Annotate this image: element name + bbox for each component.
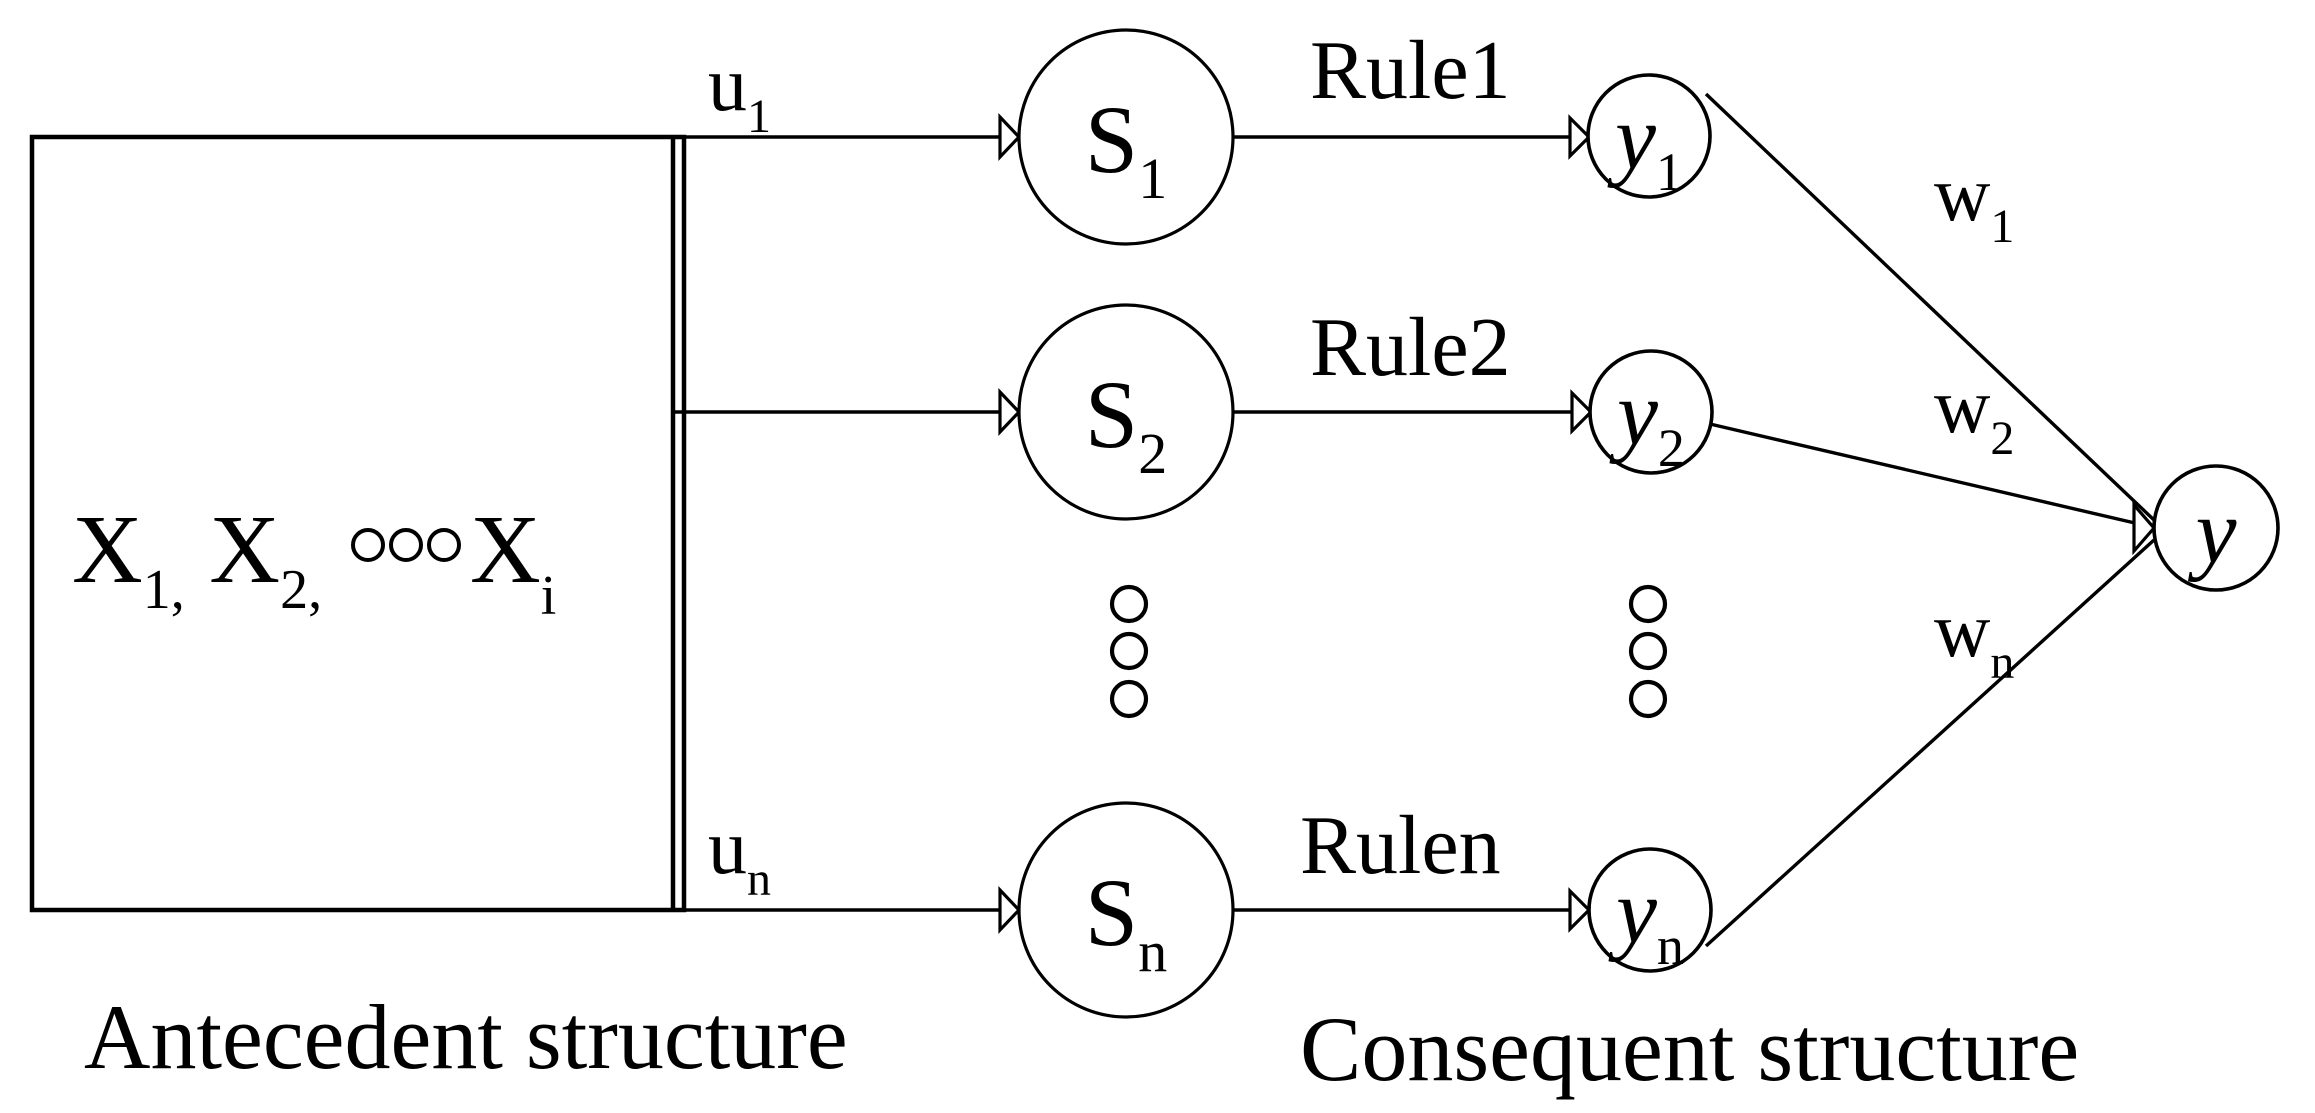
node-sn-label: Sn <box>1085 859 1167 984</box>
node-y2-label: y2 <box>1609 362 1685 478</box>
node-y1[interactable] <box>1586 73 1712 199</box>
caption-consequent: Consequent structure <box>1300 998 2079 1100</box>
un-base: u <box>708 803 747 890</box>
sn-sub: n <box>1138 919 1167 984</box>
u1-sub: 1 <box>747 90 771 143</box>
arrowhead-sn-to-yn <box>1568 887 1592 933</box>
arrowhead-u1-to-s1 <box>998 112 1022 162</box>
s2-base: S <box>1085 361 1138 468</box>
label-rule2: Rule2 <box>1310 301 1511 394</box>
connector-y1-to-output <box>1704 92 2156 522</box>
node-s1-label: S1 <box>1085 86 1167 211</box>
s2-sub: 2 <box>1138 421 1167 486</box>
arrowhead-to-output <box>2132 500 2157 556</box>
arrowhead-u2-to-s2 <box>998 387 1022 437</box>
input-term-2-sub: 2, <box>280 559 322 621</box>
antecedent-box <box>29 134 687 913</box>
caption-antecedent: Antecedent structure <box>84 986 848 1088</box>
u1-base: u <box>708 40 747 127</box>
antecedent-inputs-text-tail: Xi <box>470 496 556 627</box>
input-term-1-base: X <box>72 496 143 604</box>
input-term-3-sub: i <box>541 565 557 627</box>
inputs-ellipsis <box>351 528 461 562</box>
label-u1: u1 <box>708 40 771 143</box>
node-yn[interactable] <box>1587 847 1713 973</box>
antecedent-inputs-text: X1, X2, <box>72 496 322 621</box>
vertical-ellipsis-s-column <box>1109 584 1149 719</box>
un-sub: n <box>747 853 771 906</box>
w2-base: w <box>1934 362 1990 449</box>
input-term-3-base: X <box>470 496 541 604</box>
node-y2[interactable] <box>1588 349 1714 475</box>
w1-sub: 1 <box>1990 200 2014 253</box>
node-y1-label: y1 <box>1607 86 1683 202</box>
yn-base: y <box>1608 860 1657 962</box>
w2-sub: 2 <box>1990 412 2014 465</box>
yn-sub: n <box>1657 916 1684 976</box>
input-term-1-sub: 1, <box>143 559 185 621</box>
arrowhead-s1-to-y1 <box>1568 114 1592 160</box>
label-w2: w2 <box>1934 362 2014 465</box>
node-output-y-label: y <box>2188 480 2237 582</box>
y2-sub: 2 <box>1658 418 1685 478</box>
label-rulen: Rulen <box>1300 799 1501 892</box>
y1-base: y <box>1607 86 1656 188</box>
label-wn: wn <box>1934 586 2014 689</box>
s1-sub: 1 <box>1138 146 1167 211</box>
wn-base: w <box>1934 586 1990 673</box>
connector-y2-to-output <box>1709 422 2153 529</box>
w1-base: w <box>1934 150 1990 237</box>
input-term-2-base: X <box>209 496 280 604</box>
label-un: un <box>708 803 771 906</box>
arrowhead-un-to-sn <box>998 885 1022 935</box>
y2-base: y <box>1609 362 1658 464</box>
label-rule1: Rule1 <box>1310 24 1511 117</box>
wn-sub: n <box>1990 636 2014 689</box>
s1-base: S <box>1085 86 1138 193</box>
sn-base: S <box>1085 859 1138 966</box>
arrowhead-s2-to-y2 <box>1570 389 1594 435</box>
label-w1: w1 <box>1934 150 2014 253</box>
node-yn-label: yn <box>1608 860 1684 976</box>
y1-sub: 1 <box>1656 142 1683 202</box>
vertical-ellipsis-y-column <box>1628 584 1668 719</box>
connector-yn-to-output <box>1704 538 2156 948</box>
node-output-y[interactable] <box>2152 464 2280 592</box>
node-s2-label: S2 <box>1085 361 1167 486</box>
